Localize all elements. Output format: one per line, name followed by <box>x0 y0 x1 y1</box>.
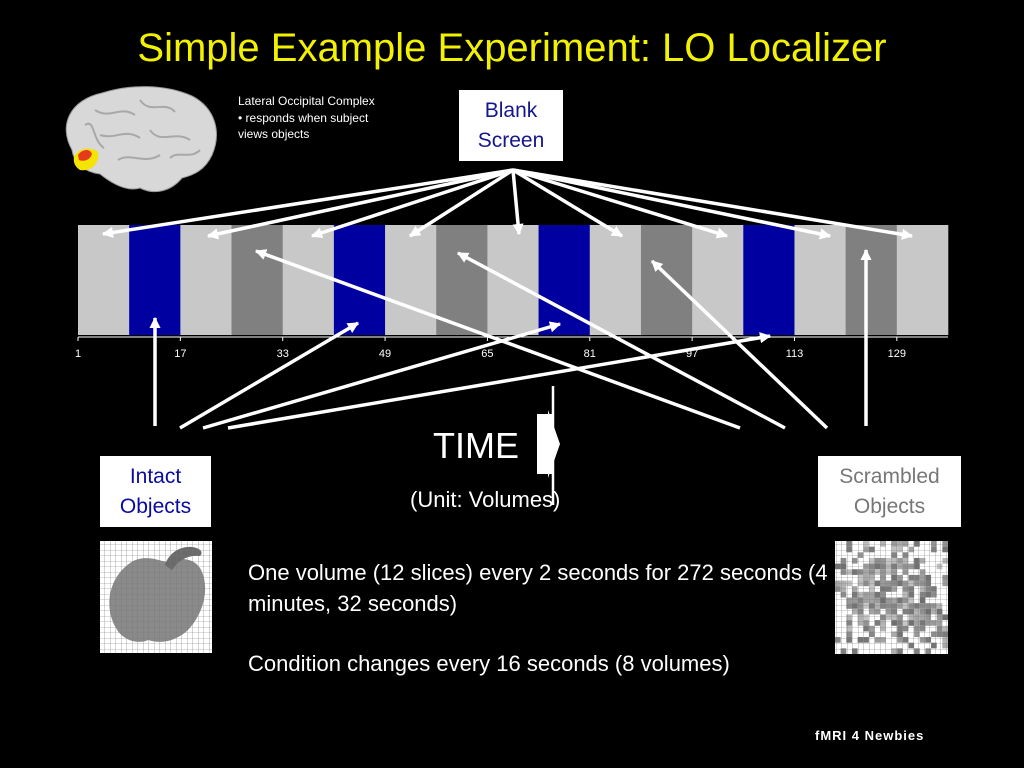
time-label: TIME <box>433 425 519 466</box>
arrow-intact-2 <box>179 321 359 430</box>
brain-image <box>65 86 217 193</box>
tick-label: 33 <box>276 348 289 360</box>
tick-label: 65 <box>481 348 494 360</box>
timeline-block-blank <box>78 225 130 335</box>
intact-line-2: Objects <box>119 494 192 518</box>
scrambled-object-image <box>835 541 948 654</box>
time-arrow-icon <box>537 386 560 505</box>
arrow-scrambled-3 <box>650 259 829 430</box>
tick-label: 81 <box>583 348 596 360</box>
slide-title: Simple Example Experiment: LO Localizer <box>137 26 887 70</box>
arrow-intact-4 <box>227 332 772 430</box>
fmri-newbies-logo: fMRI 4 Newbies <box>815 728 925 743</box>
arrow-scrambled-1 <box>254 249 741 430</box>
arrow-blank-4 <box>409 168 514 238</box>
timeline-block-intact <box>743 225 795 335</box>
intact-line-1: Intact <box>129 464 182 488</box>
timeline-block-blank <box>487 225 539 335</box>
brain-note-line-1: Lateral Occipital Complex <box>238 94 375 108</box>
unit-label: (Unit: Volumes) <box>410 487 561 512</box>
condition-arrows <box>101 168 914 430</box>
brain-note-line-3: views objects <box>238 127 310 141</box>
arrow-blank-7 <box>512 168 729 239</box>
intact-object-image <box>100 541 212 653</box>
timeline-block-scrambled <box>845 225 898 335</box>
timeline-block-blank <box>180 225 232 335</box>
timeline-bar <box>77 225 949 341</box>
arrow-intact-3 <box>202 321 562 430</box>
scrambled-line-2: Objects <box>853 494 926 518</box>
arrow-blank-9 <box>512 168 914 240</box>
intact-objects-label: Intact Objects <box>100 456 211 527</box>
brain-note-line-2: • responds when subject <box>238 110 369 125</box>
blank-line-2: Screen <box>477 128 545 152</box>
timeline-block-scrambled <box>436 225 488 335</box>
arrow-blank-6 <box>512 168 623 238</box>
arrow-blank-1 <box>101 168 514 238</box>
scrambled-line-1: Scrambled <box>839 464 940 488</box>
timeline-block-intact <box>538 225 591 335</box>
tick-label: 129 <box>887 348 906 360</box>
scrambled-objects-label: Scrambled Objects <box>818 456 961 527</box>
arrow-blank-5 <box>511 169 524 236</box>
timeline-block-scrambled <box>231 225 284 335</box>
condition-change-description: Condition changes every 16 seconds (8 vo… <box>248 651 730 676</box>
blank-line-1: Blank <box>484 98 538 122</box>
blank-screen-label: Blank Screen <box>459 90 563 161</box>
timeline-block-blank <box>589 225 642 335</box>
tick-label: 49 <box>378 348 392 360</box>
tick-label: 17 <box>174 348 187 360</box>
tick-label: 113 <box>785 348 804 360</box>
timeline-block-blank <box>896 225 949 335</box>
timeline-block-scrambled <box>640 225 693 335</box>
arrow-blank-2 <box>206 168 514 240</box>
timeline-block-intact <box>333 225 386 335</box>
volume-description: One volume (12 slices) every 2 seconds f… <box>248 560 828 616</box>
timeline-block-blank <box>692 225 744 335</box>
timeline-block-blank <box>794 225 846 335</box>
timeline-block-intact <box>129 225 181 335</box>
lo-region-red <box>78 149 92 161</box>
tick-label: 97 <box>685 348 699 360</box>
timeline-block-blank <box>385 225 437 335</box>
tick-label: 1 <box>74 348 82 360</box>
arrow-scrambled-2 <box>457 251 786 430</box>
arrow-blank-3 <box>310 168 514 239</box>
timeline-block-blank <box>282 225 335 335</box>
arrow-blank-8 <box>512 168 832 240</box>
brain-annotation: Lateral Occipital Complex • responds whe… <box>238 93 418 143</box>
